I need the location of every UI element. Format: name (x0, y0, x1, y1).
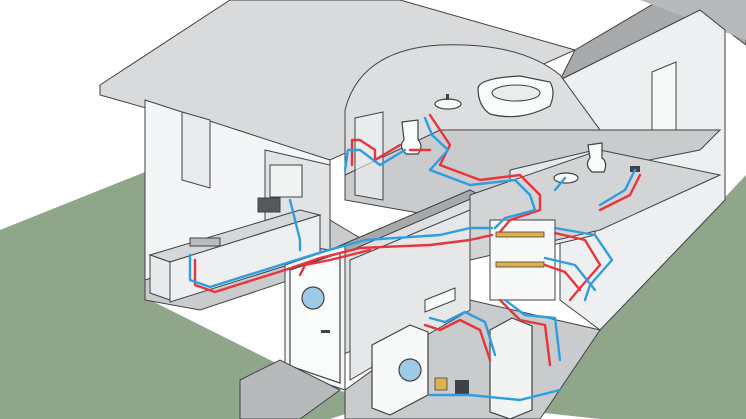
boiler-tank (489, 317, 533, 419)
washing-machine-door (398, 358, 422, 382)
ground-left (0, 170, 150, 360)
distribution-manifold (495, 231, 545, 238)
water-heater (269, 164, 303, 198)
kitchen-sink (189, 237, 221, 247)
toilet-right (586, 142, 607, 173)
washbasin (434, 98, 462, 110)
distribution-manifold-2 (495, 261, 545, 268)
entrance-door (289, 252, 341, 384)
washbasin-tap (446, 94, 449, 100)
kitchen-cabinets (149, 254, 171, 301)
left-wall-window (181, 111, 211, 189)
cold-water-pipes (188, 116, 637, 402)
toilet (400, 119, 422, 155)
utility-sink (424, 287, 456, 313)
porthole-window (301, 286, 325, 310)
water-meter (455, 380, 469, 394)
kitchen-appliance (257, 197, 281, 213)
bathtub-basin (491, 84, 541, 102)
shutoff-valve (434, 377, 448, 391)
door-handle (321, 330, 330, 333)
hot-water-pipes (193, 113, 642, 367)
utility-back-wall (349, 209, 471, 381)
entrance-steps (239, 359, 341, 419)
